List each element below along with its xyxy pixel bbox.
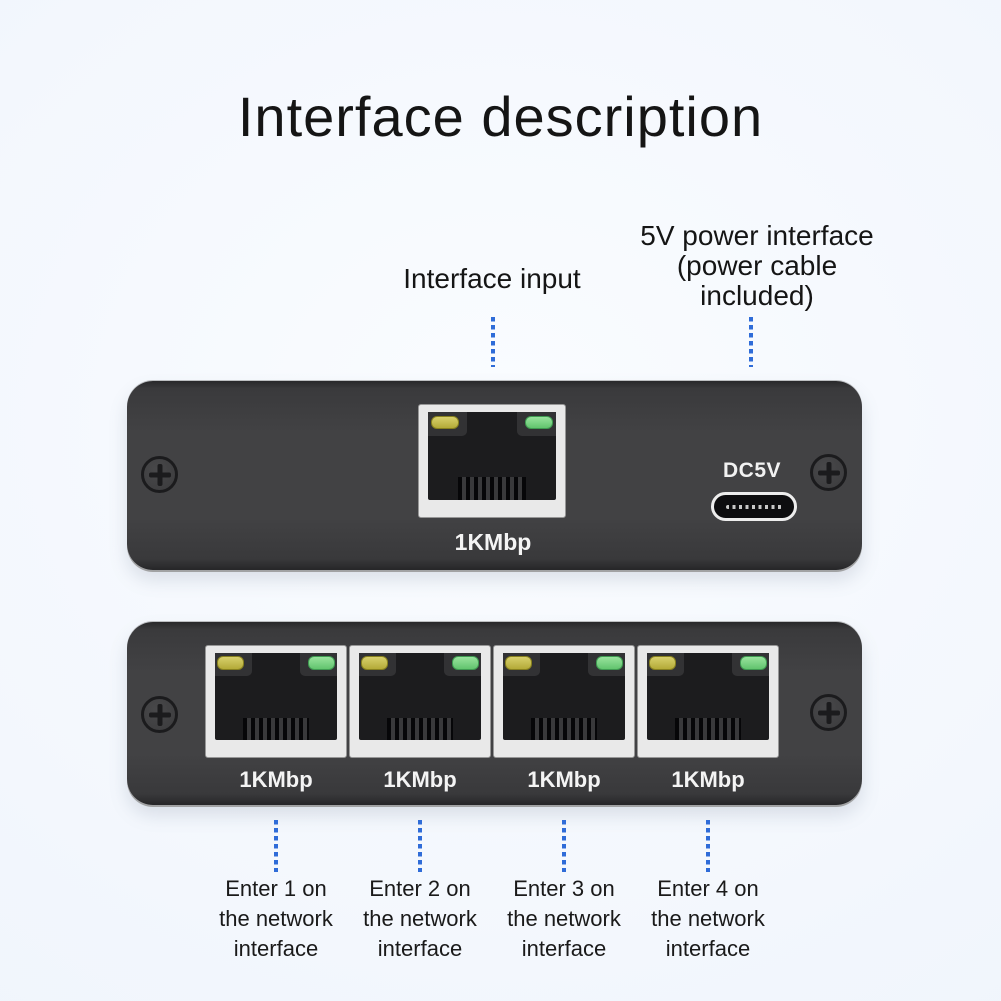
page-title: Interface description (237, 85, 764, 148)
screw-icon (141, 456, 178, 493)
annotation-enter-port-4: Enter 4 on the network interface (651, 876, 765, 961)
rj45-port (493, 645, 635, 758)
lan-port-cell: 1KMbp (493, 645, 635, 793)
port-speed-label: 1KMbp (671, 767, 745, 792)
port-speed-label: 1KMbp (527, 767, 601, 792)
usb-c-port (711, 492, 797, 521)
device-top-panel: 1KMbp DC5V (127, 381, 862, 570)
annotation-enter-port-1: Enter 1 on the network interface (219, 876, 333, 961)
dotted-connector-port-1 (274, 820, 278, 872)
led-yellow-icon (217, 656, 245, 671)
led-green-icon (739, 656, 767, 671)
bottom-ports: 1KMbp 1KMbp 1KMbp 1KMbp (205, 645, 779, 793)
rj45-cavity (359, 652, 481, 741)
rj45-pins (675, 717, 741, 741)
rj45-pins (243, 717, 309, 741)
port-speed-label: 1KMbp (383, 767, 457, 792)
rj45-cavity (428, 411, 556, 501)
screw-icon (810, 454, 847, 491)
led-green-icon (307, 656, 335, 671)
led-yellow-icon (430, 415, 459, 430)
port-speed-label: 1KMbp (239, 767, 313, 792)
dotted-connector-port-4 (706, 820, 710, 872)
lan-port-cell: 1KMbp (637, 645, 779, 793)
annotation-power-interface: 5V power interface (power cable included… (640, 220, 874, 311)
rj45-pins (531, 717, 597, 741)
dc5v-label: DC5V (722, 459, 782, 482)
led-green-icon (595, 656, 623, 671)
led-yellow-icon (361, 656, 389, 671)
led-green-icon (525, 415, 554, 430)
annotation-enter-port-3: Enter 3 on the network interface (507, 876, 621, 961)
led-yellow-icon (649, 656, 677, 671)
dotted-connector-power (749, 317, 753, 367)
rj45-pins (457, 477, 527, 501)
rj45-port-input (418, 404, 566, 518)
screw-icon (141, 696, 178, 733)
rj45-port (205, 645, 347, 758)
rj45-cavity (215, 652, 337, 741)
led-green-icon (451, 656, 479, 671)
dotted-connector-port-2 (418, 820, 422, 872)
screw-icon (810, 694, 847, 731)
rj45-pins (387, 717, 453, 741)
led-yellow-icon (505, 656, 533, 671)
rj45-port (349, 645, 491, 758)
device-bottom-panel: 1KMbp 1KMbp 1KMbp 1KMbp (127, 622, 862, 805)
rj45-cavity (503, 652, 625, 741)
port-speed-label: 1KMbp (454, 529, 532, 555)
rj45-port (637, 645, 779, 758)
dotted-connector-interface-input (491, 317, 495, 367)
lan-port-cell: 1KMbp (349, 645, 491, 793)
dotted-connector-port-3 (562, 820, 566, 872)
lan-port-cell: 1KMbp (205, 645, 347, 793)
annotation-enter-port-2: Enter 2 on the network interface (363, 876, 477, 961)
annotation-interface-input: Interface input (403, 263, 581, 294)
rj45-cavity (647, 652, 769, 741)
